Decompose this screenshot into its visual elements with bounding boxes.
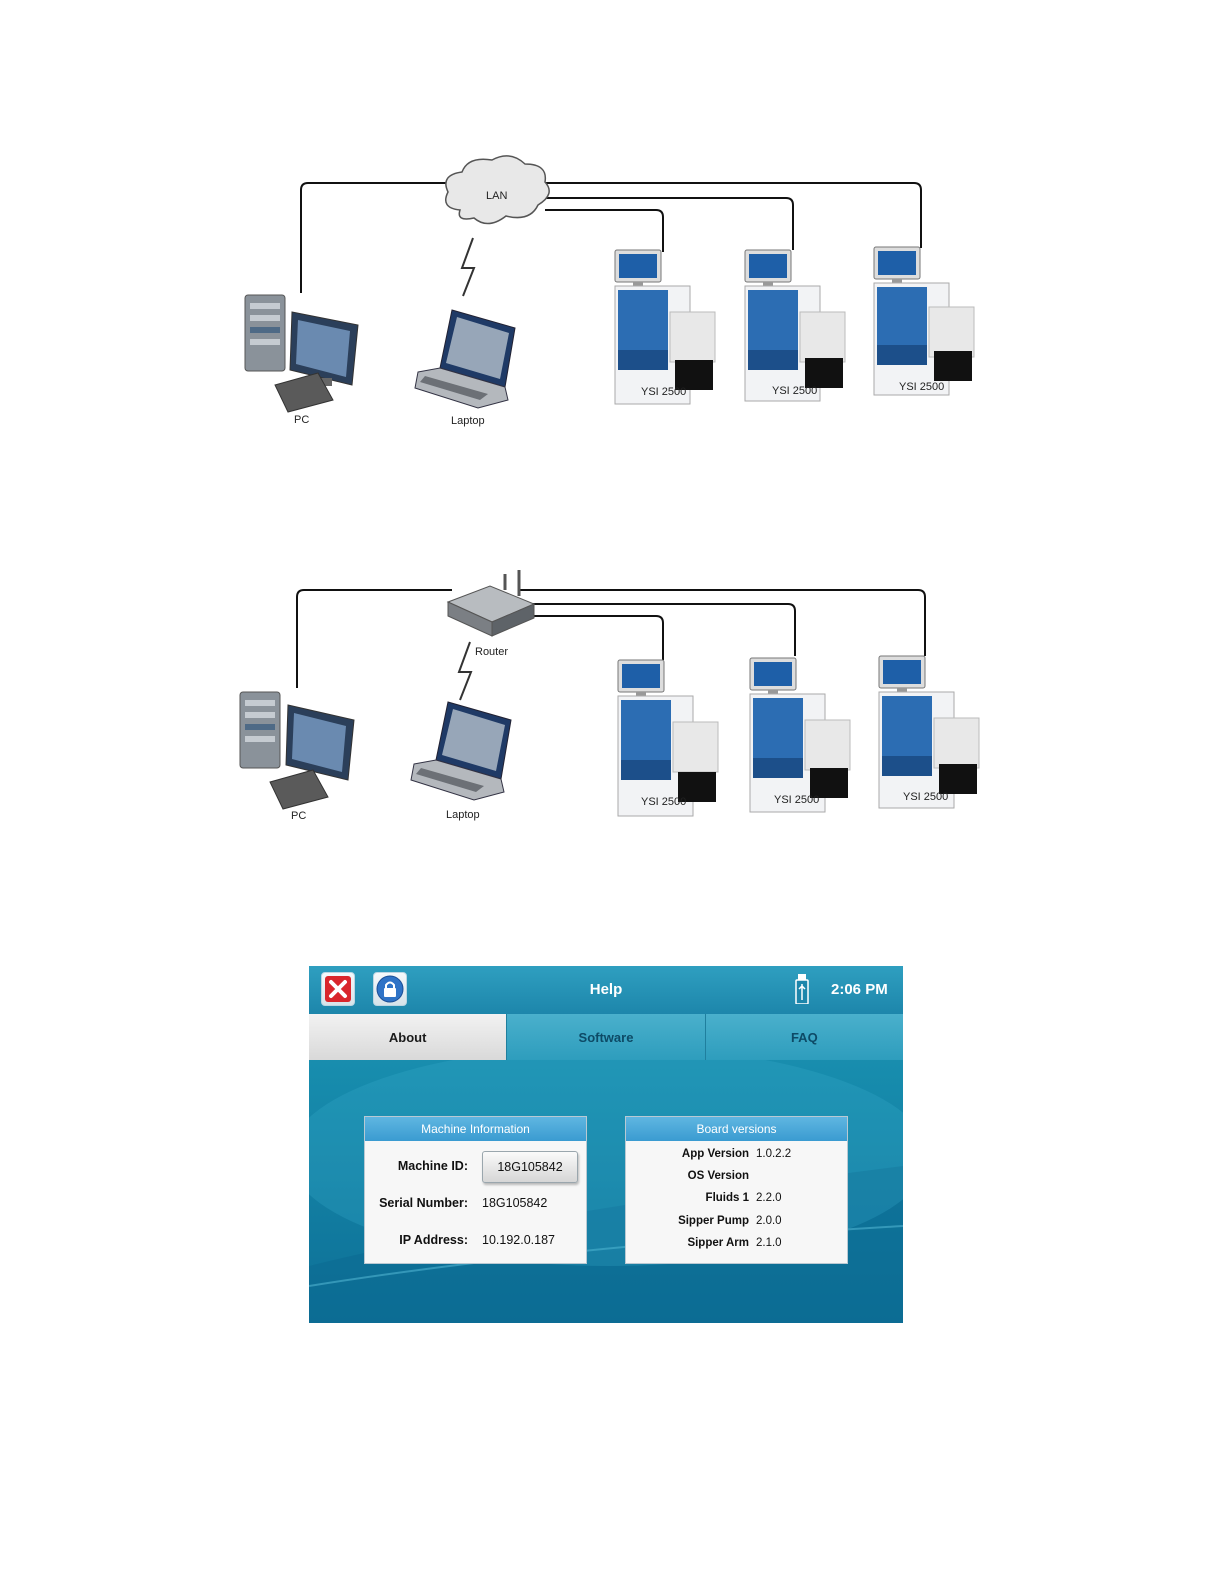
ip-address-row: IP Address: 10.192.0.187 bbox=[365, 1231, 588, 1251]
wire-instrument-1 bbox=[532, 615, 664, 660]
instrument-label: YSI 2500 bbox=[641, 386, 687, 398]
wire-instrument-1 bbox=[545, 209, 664, 252]
ip-address-label: IP Address: bbox=[399, 1233, 468, 1247]
machine-information-panel: Machine Information Machine ID: 18G10584… bbox=[364, 1116, 587, 1264]
lock-icon bbox=[376, 975, 404, 1003]
lan-wires bbox=[300, 182, 922, 293]
tab-software[interactable]: Software bbox=[507, 1014, 706, 1060]
laptop-label: Laptop bbox=[451, 415, 485, 427]
board-version-value: 2.2.0 bbox=[756, 1192, 782, 1204]
board-version-row: Sipper Arm 2.1.0 bbox=[626, 1236, 849, 1254]
router-icon bbox=[446, 570, 536, 637]
board-version-row: Sipper Pump 2.0.0 bbox=[626, 1214, 849, 1232]
machine-id-button[interactable]: 18G105842 bbox=[482, 1151, 578, 1183]
board-version-label: Fluids 1 bbox=[705, 1192, 749, 1204]
serial-number-label: Serial Number: bbox=[379, 1196, 468, 1210]
board-version-label: App Version bbox=[681, 1148, 749, 1160]
tab-about[interactable]: About bbox=[309, 1014, 508, 1060]
instrument-icon bbox=[614, 249, 716, 405]
help-header: Help 2:06 PM bbox=[309, 966, 903, 1014]
tab-faq[interactable]: FAQ bbox=[705, 1014, 903, 1060]
instrument-icon bbox=[744, 249, 846, 402]
board-version-value: 1.0.2.2 bbox=[756, 1148, 792, 1160]
instrument-icon bbox=[873, 246, 975, 396]
lan-diagram-graphics bbox=[244, 155, 975, 413]
laptop-icon bbox=[410, 701, 512, 801]
pc-label: PC bbox=[291, 810, 307, 822]
instrument-label: YSI 2500 bbox=[772, 385, 818, 397]
serial-number-row: Serial Number: 18G105842 bbox=[365, 1194, 588, 1214]
wire-pc bbox=[296, 589, 452, 688]
board-version-row: App Version 1.0.2.2 bbox=[626, 1147, 849, 1165]
pc-label: PC bbox=[294, 414, 310, 426]
board-versions-panel: Board versions App Version 1.0.2.2 OS Ve… bbox=[625, 1116, 848, 1264]
board-version-label: Sipper Arm bbox=[687, 1237, 749, 1249]
tab-bar: About Software FAQ bbox=[309, 1014, 903, 1060]
board-versions-header: Board versions bbox=[626, 1117, 847, 1141]
board-version-value: 2.1.0 bbox=[756, 1237, 782, 1249]
wire-instrument-3 bbox=[540, 182, 922, 248]
pc-icon bbox=[244, 294, 359, 413]
page-title: Help bbox=[589, 981, 623, 998]
lan-hub-label: LAN bbox=[486, 190, 508, 202]
pc-icon bbox=[239, 691, 355, 810]
machine-information-header: Machine Information bbox=[365, 1117, 586, 1141]
clock: 2:06 PM bbox=[831, 981, 888, 998]
wire-pc bbox=[300, 182, 452, 293]
close-button[interactable] bbox=[321, 972, 355, 1006]
router-network-diagram: Router PC Laptop YSI 2500 YSI 2500 YSI 2… bbox=[0, 560, 1224, 840]
board-version-label: Sipper Pump bbox=[678, 1215, 749, 1227]
instrument-label: YSI 2500 bbox=[641, 796, 687, 808]
instrument-icon bbox=[617, 659, 719, 817]
instrument-label: YSI 2500 bbox=[903, 791, 949, 803]
machine-id-label: Machine ID: bbox=[397, 1159, 468, 1173]
wire-instrument-3 bbox=[518, 589, 926, 656]
lan-network-diagram: LAN PC Laptop YSI 2500 YSI 2500 YSI 2500 bbox=[0, 150, 1224, 440]
laptop-label: Laptop bbox=[446, 809, 480, 821]
wire-instrument-2 bbox=[532, 603, 796, 656]
lan-cloud-icon bbox=[445, 155, 550, 225]
router-wires bbox=[296, 589, 926, 688]
instrument-icon bbox=[878, 655, 980, 809]
board-version-row: OS Version bbox=[626, 1169, 849, 1187]
usb-icon bbox=[795, 974, 809, 1004]
instrument-icon bbox=[749, 657, 851, 813]
close-icon bbox=[325, 976, 351, 1002]
wireless-icon bbox=[460, 237, 476, 297]
lock-button[interactable] bbox=[373, 972, 407, 1006]
help-screen: Help 2:06 PM About Software FAQ Machine … bbox=[309, 966, 903, 1323]
board-version-label: OS Version bbox=[687, 1170, 749, 1182]
laptop-icon bbox=[414, 309, 516, 409]
ip-address-value: 10.192.0.187 bbox=[482, 1233, 555, 1247]
board-version-row: Fluids 1 2.2.0 bbox=[626, 1191, 849, 1209]
machine-id-row: Machine ID: 18G105842 bbox=[365, 1151, 588, 1183]
router-diagram-graphics bbox=[239, 570, 980, 817]
wire-instrument-2 bbox=[545, 197, 794, 250]
instrument-label: YSI 2500 bbox=[899, 381, 945, 393]
serial-number-value: 18G105842 bbox=[482, 1196, 548, 1210]
router-hub-label: Router bbox=[475, 646, 509, 658]
board-version-value: 2.0.0 bbox=[756, 1215, 782, 1227]
wireless-icon bbox=[457, 641, 473, 701]
instrument-label: YSI 2500 bbox=[774, 794, 820, 806]
